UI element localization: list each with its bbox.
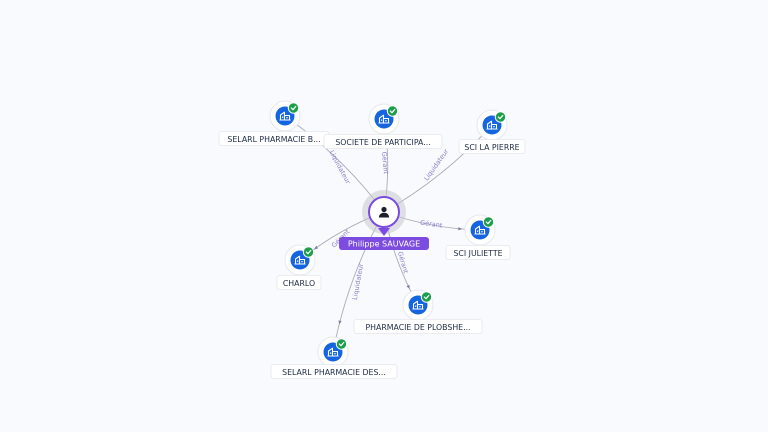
node-label-bg: [445, 245, 511, 260]
node-label: SCI LA PIERRE: [464, 143, 519, 152]
node-label-bg: [323, 134, 443, 149]
center-node[interactable]: Philippe SAUVAGE: [339, 190, 429, 250]
edge-relation-label: Liquidateur: [328, 149, 353, 186]
node-label: PHARMACIE DE PLOBSHE...: [365, 323, 470, 332]
node-label: SELARL PHARMACIE DES...: [282, 368, 386, 377]
company-node[interactable]: CHARLO: [276, 244, 322, 290]
node-label-bg: [353, 319, 483, 334]
edge-relation-label: Gérant: [380, 151, 390, 174]
building-icon: [378, 114, 390, 124]
verified-badge-icon: [302, 246, 315, 258]
company-node[interactable]: PHARMACIE DE PLOBSHE...: [353, 289, 483, 334]
building-icon: [486, 120, 498, 130]
center-label: Philippe SAUVAGE: [348, 240, 420, 249]
edge-relation-label: Gérant: [420, 219, 444, 230]
verified-badge-icon: [482, 216, 495, 228]
company-node[interactable]: SOCIETE DE PARTICIPA...: [323, 103, 443, 149]
node-label: SELARL PHARMACIE B...: [227, 135, 320, 144]
building-icon: [279, 111, 291, 121]
edge-arrow: [458, 227, 463, 231]
edge-arrow: [313, 245, 319, 250]
nodes-layer: SELARL PHARMACIE B... SOCIETE DE PARTICIP…: [218, 100, 526, 379]
verified-badge-icon: [386, 105, 399, 117]
building-icon: [412, 300, 424, 310]
company-node[interactable]: SELARL PHARMACIE B...: [218, 100, 330, 146]
verified-badge-icon: [494, 111, 507, 123]
node-label: SCI JULIETTE: [453, 249, 502, 258]
building-icon: [327, 347, 339, 357]
company-node[interactable]: SELARL PHARMACIE DES...: [270, 336, 398, 379]
building-icon: [294, 255, 306, 265]
verified-badge-icon: [335, 338, 348, 350]
verified-badge-icon: [287, 102, 300, 114]
edge-arrow: [338, 320, 342, 325]
node-label-bg: [458, 139, 526, 154]
node-label: SOCIETE DE PARTICIPA...: [335, 138, 430, 147]
company-node[interactable]: SCI JULIETTE: [445, 214, 511, 260]
node-label-bg: [270, 364, 398, 379]
edge-arrow: [406, 284, 410, 290]
edge-relation-label: Liquidateur: [351, 262, 365, 300]
person-icon: [378, 206, 390, 218]
verified-badge-icon: [420, 291, 433, 303]
building-icon: [474, 225, 486, 235]
node-label: CHARLO: [283, 279, 315, 288]
center-pin-tip: [378, 228, 390, 236]
company-node[interactable]: SCI LA PIERRE: [458, 109, 526, 154]
node-label-bg: [276, 275, 322, 290]
center-label-bg: [339, 237, 429, 250]
